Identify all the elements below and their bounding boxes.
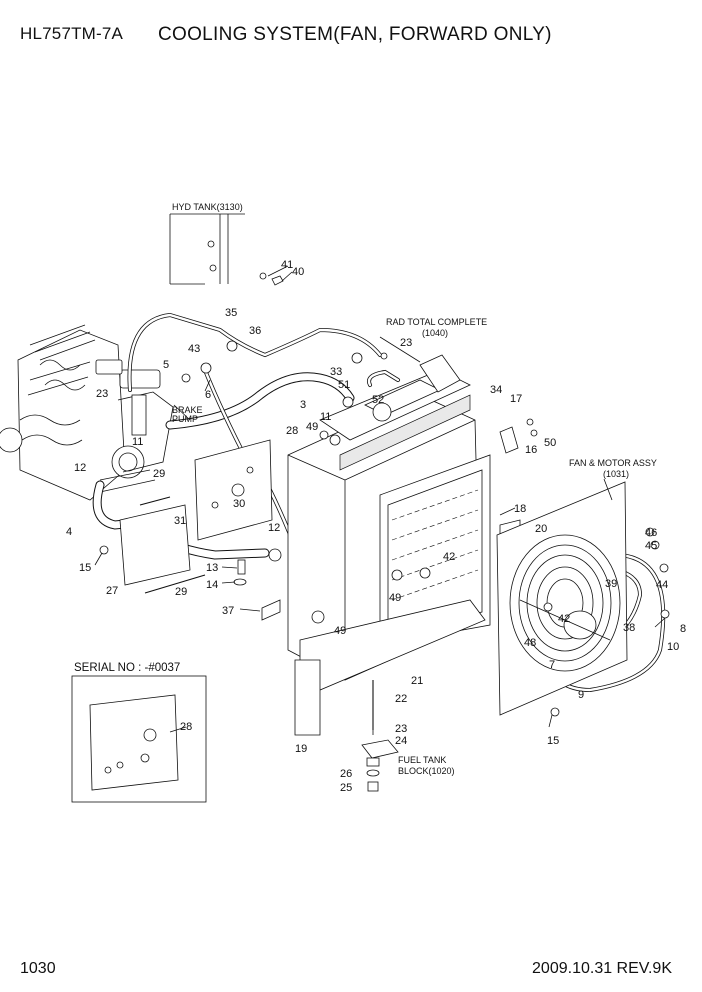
callout-30: 30 [233,498,245,510]
leader-lines [94,336,666,735]
callout-4: 4 [66,526,72,538]
callout-49-top: 49 [306,421,318,433]
callout-42-fan: 42 [558,613,570,625]
callout-20: 20 [535,523,547,535]
engine [0,324,174,501]
callout-21: 21 [411,675,423,687]
revision-date: 2009.10.31 REV.9K [532,960,672,977]
callout-19: 19 [295,743,307,755]
serial-inset [71,675,207,803]
callout-36: 36 [249,325,261,337]
page-number: 1030 [20,960,56,977]
hyd-tank-inset [169,213,293,286]
callout-37: 37 [222,605,234,617]
callout-12-mid: 12 [268,522,280,534]
callout-29-top: 29 [153,468,165,480]
callout-8: 8 [680,623,686,635]
callout-39: 39 [605,578,617,590]
brake-pump-label: BRAKE [172,405,203,415]
callout-12-engine: 12 [74,462,86,474]
rad-total-code: (1040) [422,328,448,338]
callout-46: 46 [645,527,657,539]
callout-17: 17 [510,393,522,405]
callout-7: 7 [549,659,555,671]
callout-51: 51 [338,379,350,391]
radiator-assembly [287,354,521,736]
callout-28-rad: 28 [286,425,298,437]
page-title: COOLING SYSTEM(FAN, FORWARD ONLY) [158,24,552,45]
fuel-tank-block [361,680,399,792]
hyd-tank-label: HYD TANK(3130) [172,202,243,212]
callout-49-mid: 49 [389,592,401,604]
callout-24: 24 [395,735,407,747]
callout-40: 40 [292,266,304,278]
callout-29-bottom: 29 [175,586,187,598]
callout-38: 38 [623,622,635,634]
callout-31: 31 [174,515,186,527]
brake-pump-label-2: PUMP [172,414,198,424]
callout-41: 41 [281,259,293,271]
fan-motor-label: FAN & MOTOR ASSY [569,458,657,468]
callout-15-right: 15 [547,735,559,747]
callout-11-engine: 11 [132,436,143,448]
callout-3: 3 [300,399,306,411]
callout-13: 13 [206,562,218,574]
fuel-tank-label: FUEL TANK [398,755,446,765]
callout-5: 5 [163,359,169,371]
callout-25: 25 [340,782,352,794]
callout-6: 6 [205,389,211,401]
callout-49-bottom: 49 [334,625,346,637]
callout-26: 26 [340,768,352,780]
callout-14: 14 [206,579,218,591]
callout-52: 52 [372,394,384,406]
fan-motor-assembly [496,481,628,717]
callout-33: 33 [330,366,342,378]
callout-45: 45 [645,540,657,552]
callout-15-left: 15 [79,562,91,574]
callout-27: 27 [106,585,118,597]
callout-48: 48 [524,637,536,649]
callout-numbers: 41 40 35 36 23 43 5 6 33 51 34 23 3 11 5… [66,259,686,794]
callout-23-top: 23 [400,337,412,349]
fuel-tank-code: BLOCK(1020) [398,766,455,776]
fan-motor-code: (1031) [603,469,629,479]
callout-35: 35 [225,307,237,319]
callout-23-fuel: 23 [395,723,407,735]
serial-label: SERIAL NO : -#0037 [74,662,180,674]
hardware [99,340,670,621]
callout-34: 34 [490,384,502,396]
callout-50: 50 [544,437,556,449]
callout-42-rad: 42 [443,551,455,563]
callout-22: 22 [395,693,407,705]
callout-23-engine: 23 [96,388,108,400]
callout-28-serial: 28 [180,721,192,733]
callout-10: 10 [667,641,679,653]
callout-43: 43 [188,343,200,355]
callout-16: 16 [525,444,537,456]
shroud-plates [119,439,273,594]
model-number: HL757TM-7A [20,24,124,43]
annotation-labels: HYD TANK(3130) RAD TOTAL COMPLETE (1040)… [74,202,657,776]
callout-44: 44 [656,579,668,591]
callout-11-top: 11 [320,411,331,423]
callout-9: 9 [578,689,584,701]
callout-18: 18 [514,503,526,515]
rad-total-label: RAD TOTAL COMPLETE [386,317,487,327]
